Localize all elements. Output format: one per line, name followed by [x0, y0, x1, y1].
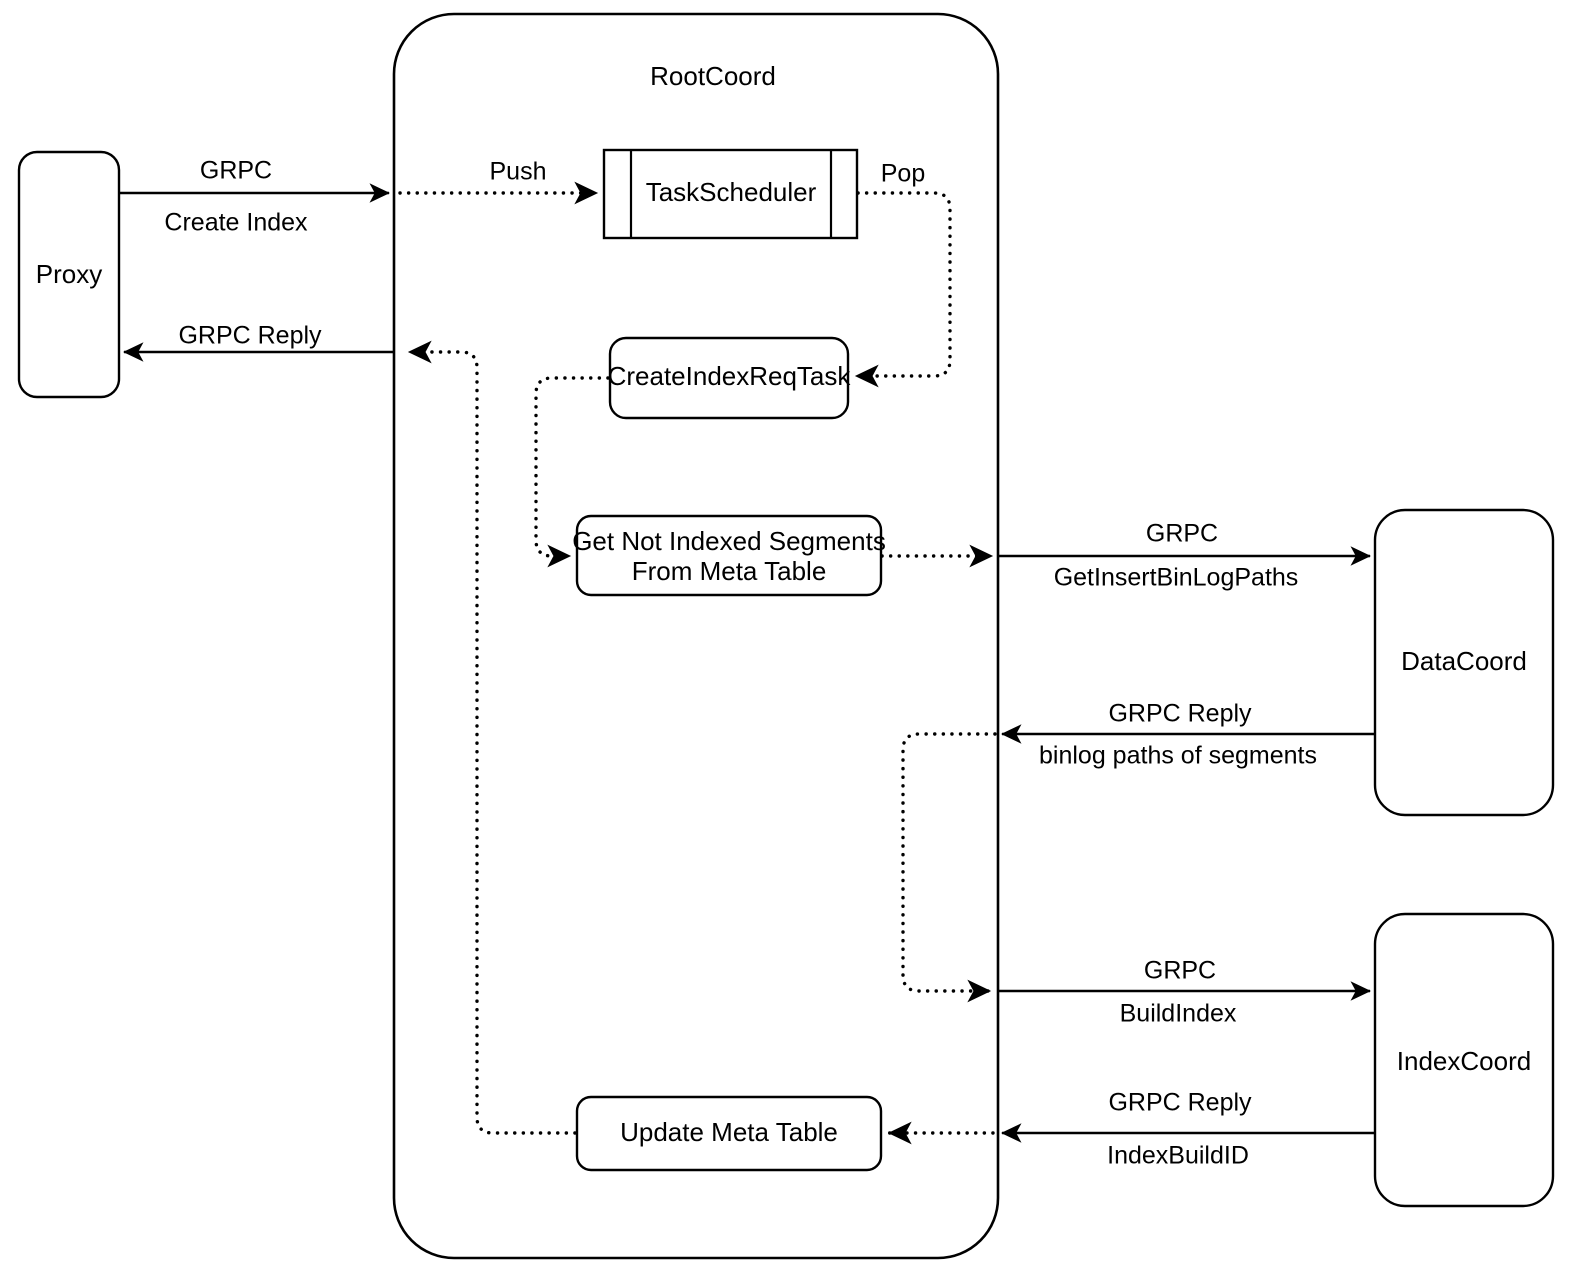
- edge-update-meta-to-reply[interactable]: [407, 340, 577, 1135]
- edge-rootcoord-to-proxy-label: GRPC Reply: [178, 322, 322, 350]
- edge-to-datacoord-label-2: GetInsertBinLogPaths: [1054, 564, 1299, 592]
- edge-pop-line: [854, 191, 952, 388]
- container-rootcoord[interactable]: RootCoord: [392, 12, 1000, 1260]
- edge-indexcoord-reply-label-2: IndexBuildID: [1107, 1142, 1249, 1170]
- edge-binlog-loop-line: [901, 732, 997, 1003]
- edge-datacoord-reply[interactable]: GRPC Reply binlog paths of segments: [1001, 700, 1375, 770]
- edge-push-label: Push: [490, 158, 547, 186]
- node-proxy[interactable]: Proxy: [17, 150, 121, 399]
- edge-indexcoord-reply-label-1: GRPC Reply: [1108, 1089, 1252, 1117]
- update-meta-table-label: Update Meta Table: [620, 1117, 838, 1147]
- task-scheduler-box: [602, 148, 859, 240]
- edge-proxy-to-rootcoord-label-2: Create Index: [164, 209, 308, 237]
- edge-push-to-scheduler[interactable]: Push: [398, 158, 599, 205]
- node-get-not-indexed-segments[interactable]: Get Not Indexed Segments From Meta Table: [572, 514, 886, 597]
- get-not-indexed-segments-label-line2: From Meta Table: [632, 556, 827, 586]
- edge-to-datacoord[interactable]: GRPC GetInsertBinLogPaths: [997, 520, 1371, 592]
- node-datacoord[interactable]: DataCoord: [1373, 508, 1555, 817]
- edge-indexcoord-reply[interactable]: GRPC Reply IndexBuildID: [1001, 1089, 1375, 1170]
- edge-pop-label: Pop: [881, 160, 925, 188]
- edge-to-indexcoord[interactable]: GRPC BuildIndex: [997, 957, 1371, 1028]
- indexcoord-label: IndexCoord: [1397, 1046, 1531, 1076]
- node-indexcoord[interactable]: IndexCoord: [1373, 912, 1555, 1208]
- node-update-meta-table[interactable]: Update Meta Table: [575, 1095, 883, 1172]
- edge-binlog-loop-to-buildindex[interactable]: [901, 732, 997, 1003]
- edge-datacoord-reply-label-2: binlog paths of segments: [1039, 742, 1317, 770]
- create-index-req-task-box: [608, 336, 850, 420]
- edge-to-indexcoord-label-2: BuildIndex: [1120, 1000, 1237, 1028]
- edge-proxy-to-rootcoord[interactable]: GRPC Create Index: [119, 157, 390, 237]
- datacoord-box: [1373, 508, 1555, 817]
- edge-update-meta-to-reply-line: [407, 340, 577, 1135]
- node-task-scheduler[interactable]: TaskScheduler: [602, 148, 859, 240]
- proxy-label: Proxy: [36, 259, 102, 289]
- proxy-box: [17, 150, 121, 399]
- node-create-index-req-task[interactable]: CreateIndexReqTask: [608, 336, 852, 420]
- update-meta-table-box: [575, 1095, 883, 1172]
- edge-to-datacoord-label-1: GRPC: [1146, 520, 1218, 548]
- rootcoord-boundary: [392, 12, 1000, 1260]
- edge-pop-from-scheduler[interactable]: Pop: [854, 160, 952, 388]
- datacoord-label: DataCoord: [1401, 646, 1527, 676]
- edge-to-indexcoord-label-1: GRPC: [1144, 957, 1216, 985]
- task-scheduler-label: TaskScheduler: [646, 177, 817, 207]
- edge-rootcoord-to-proxy[interactable]: GRPC Reply: [123, 322, 395, 362]
- indexcoord-box: [1373, 912, 1555, 1208]
- create-index-req-task-label: CreateIndexReqTask: [608, 361, 852, 391]
- edge-proxy-to-rootcoord-label-1: GRPC: [200, 157, 272, 185]
- rootcoord-label: RootCoord: [650, 61, 776, 91]
- get-not-indexed-segments-label-line1: Get Not Indexed Segments: [572, 526, 886, 556]
- edge-task-to-segments[interactable]: [534, 376, 610, 568]
- edge-datacoord-reply-label-1: GRPC Reply: [1108, 700, 1252, 728]
- edge-task-to-segments-line: [534, 376, 610, 568]
